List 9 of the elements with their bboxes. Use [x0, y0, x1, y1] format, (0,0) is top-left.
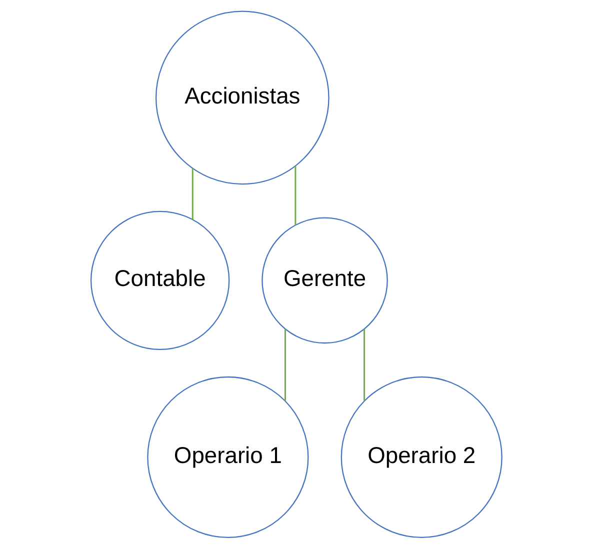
node-circle: Contable: [90, 210, 230, 350]
node-circle: Operario 2: [340, 376, 502, 538]
connector: [363, 328, 365, 401]
connector: [191, 168, 193, 220]
node-circle: Gerente: [261, 217, 388, 344]
node-circle: Accionistas: [154, 10, 329, 185]
connector: [284, 328, 286, 401]
node-circle: Operario 1: [146, 376, 308, 538]
connector: [294, 166, 296, 226]
